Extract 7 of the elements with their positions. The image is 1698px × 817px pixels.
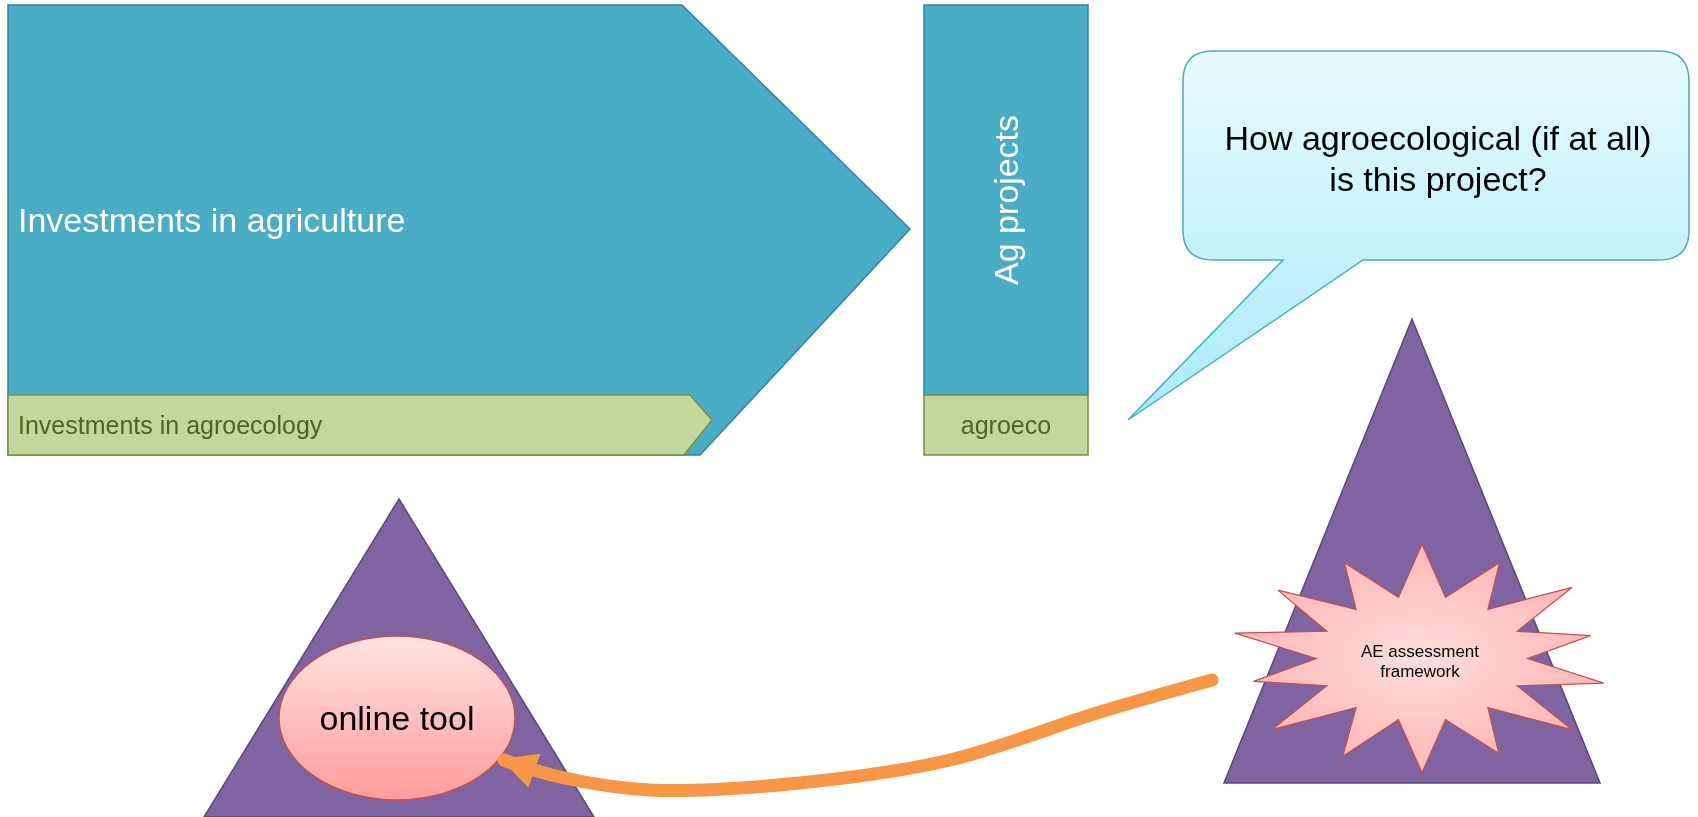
node-text: How agroecological (if at all) is this project?	[1223, 117, 1653, 200]
node-text: agroeco	[960, 410, 1052, 440]
node-text: AE assessment framework	[1359, 641, 1481, 683]
node-text: Ag projects	[985, 114, 1026, 286]
node-text: Investments in agriculture	[18, 199, 406, 241]
node-text: online tool	[319, 697, 475, 739]
node-text: Investments in agroecology	[18, 410, 323, 440]
